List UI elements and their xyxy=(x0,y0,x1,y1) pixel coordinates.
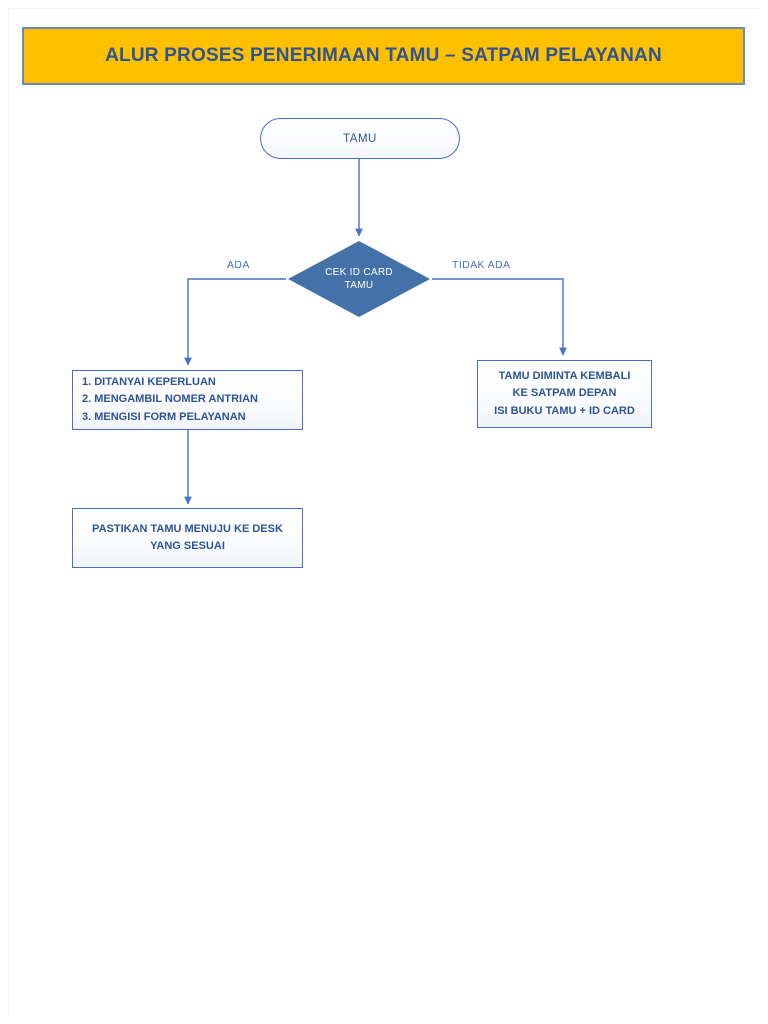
node-proses-line1: 1. DITANYAI KEPERLUAN xyxy=(82,376,216,389)
node-proses-line2: 2. MENGAMBIL NOMER ANTRIAN xyxy=(82,393,258,406)
edge-decision-to-tolak xyxy=(432,278,567,356)
diamond-shape xyxy=(288,241,430,317)
node-proses-pelayanan[interactable]: 1. DITANYAI KEPERLUAN 2. MENGAMBIL NOMER… xyxy=(72,370,303,430)
node-tolak-line2: KE SATPAM DEPAN xyxy=(512,387,617,400)
title-banner: ALUR PROSES PENERIMAAN TAMU – SATPAM PEL… xyxy=(22,27,745,85)
node-akhir-line1: PASTIKAN TAMU MENUJU KE DESK xyxy=(92,522,283,535)
node-akhir-line2: YANG SESUAI xyxy=(150,540,225,552)
edge-decision-to-proses xyxy=(184,278,286,366)
node-tolak-line1: TAMU DIMINTA KEMBALI xyxy=(498,370,631,383)
node-start-tamu[interactable]: TAMU xyxy=(260,118,460,159)
edge-label-tidak-ada: TIDAK ADA xyxy=(452,259,511,271)
node-start-label: TAMU xyxy=(343,132,377,145)
node-tamu-diminta-kembali[interactable]: TAMU DIMINTA KEMBALI KE SATPAM DEPAN ISI… xyxy=(477,360,652,428)
node-tolak-line3: ISI BUKU TAMU + ID CARD xyxy=(494,404,635,417)
node-decision-cek-id-card[interactable]: CEK ID CARD TAMU xyxy=(288,241,430,317)
page-title: ALUR PROSES PENERIMAAN TAMU – SATPAM PEL… xyxy=(105,45,662,66)
edge-label-ada: ADA xyxy=(227,259,250,271)
node-pastikan-tamu-ke-desk[interactable]: PASTIKAN TAMU MENUJU KE DESK YANG SESUAI xyxy=(72,508,303,568)
node-proses-line3: 3. MENGISI FORM PELAYANAN xyxy=(82,410,246,423)
